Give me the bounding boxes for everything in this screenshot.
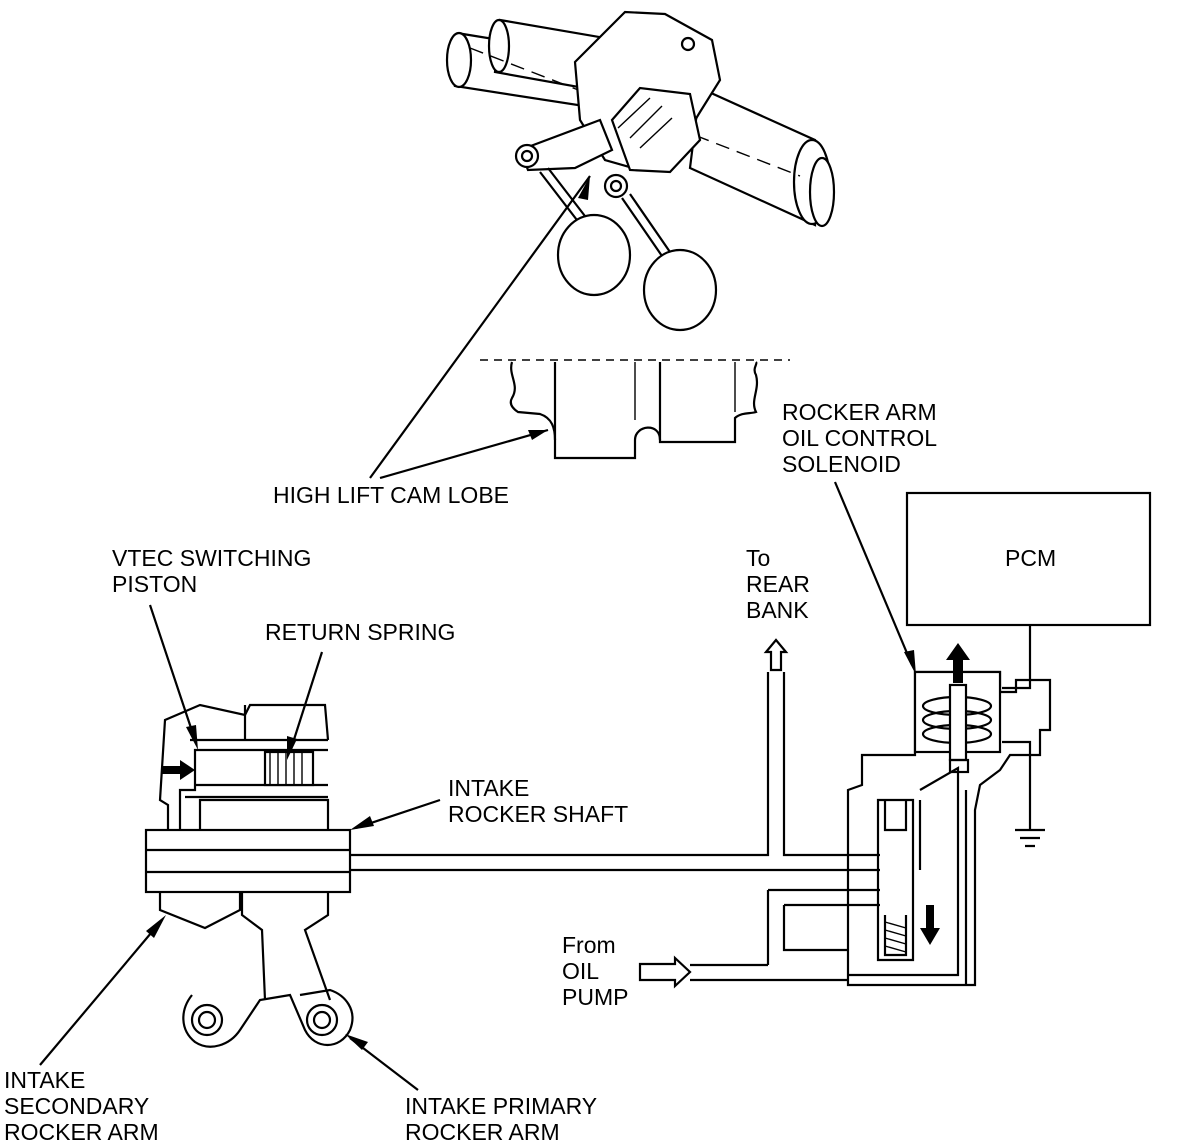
flow-arrow-icon [638, 955, 692, 989]
vtec-switching-piston-label: VTEC SWITCHING PISTON [112, 545, 318, 597]
valve-icon [539, 167, 718, 332]
high-lift-cam-lobe-label: HIGH LIFT CAM LOBE [273, 482, 509, 508]
rocker-arm-oil-control-solenoid-label: ROCKER ARM OIL CONTROL SOLENOID [782, 399, 943, 477]
rocker-shaft-assembly [144, 703, 354, 1048]
to-rear-bank-label: To REAR BANK [746, 545, 816, 623]
ground-symbol-icon [1015, 828, 1045, 848]
flow-arrow-icon [763, 638, 789, 672]
pcm-box [905, 491, 1152, 627]
intake-primary-rocker-arm-label: INTAKE PRIMARY ROCKER ARM [405, 1093, 603, 1145]
from-oil-pump-label: From OIL PUMP [562, 932, 628, 1010]
camshaft-assembly-icon [445, 10, 836, 228]
oil-passages [350, 672, 880, 982]
cam-lobe-profile-icon [480, 359, 790, 460]
intake-secondary-rocker-arm-label: INTAKE SECONDARY ROCKER ARM [4, 1067, 159, 1145]
return-spring-label: RETURN SPRING [265, 619, 455, 645]
intake-rocker-shaft-label: INTAKE ROCKER SHAFT [448, 775, 628, 827]
solenoid-assembly [846, 643, 1052, 987]
solenoid-coil-icon [921, 683, 993, 762]
pcm-label: PCM [1005, 545, 1056, 571]
